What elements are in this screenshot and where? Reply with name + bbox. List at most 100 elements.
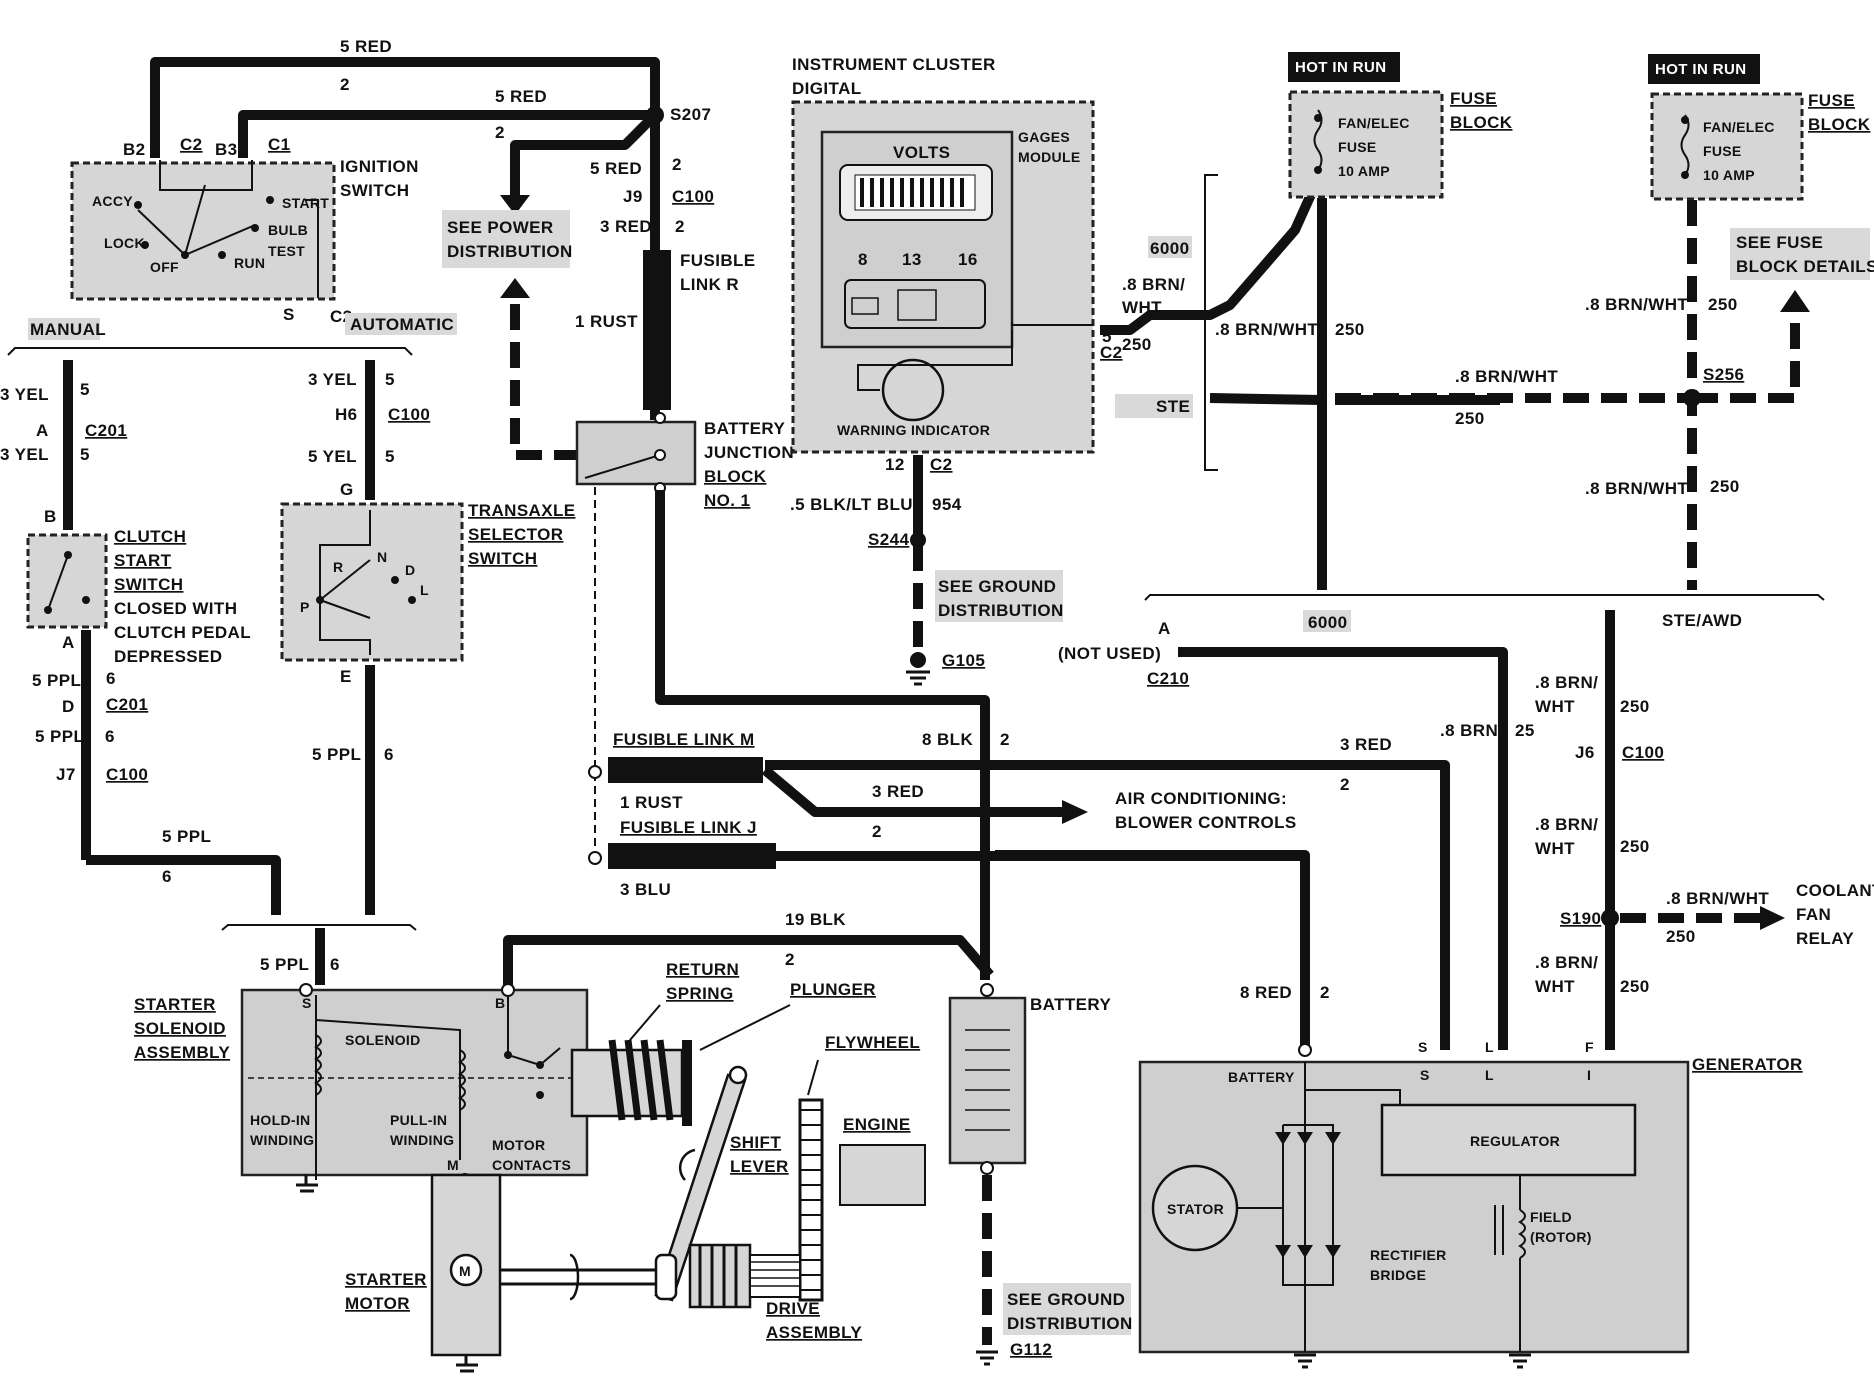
gen-pin-l-in: L	[1485, 1067, 1494, 1083]
gen-j6: J6	[1575, 743, 1595, 762]
starter-title-1: STARTER	[134, 995, 216, 1014]
blk8-wire: 8 BLK	[922, 730, 973, 749]
hot-in-run-left: HOT IN RUN	[1295, 59, 1387, 76]
man-c5: 6	[162, 867, 172, 886]
field-2: (ROTOR)	[1530, 1229, 1592, 1245]
gen-red3: 3 RED	[1340, 735, 1392, 754]
gen-red8c: 2	[1320, 983, 1330, 1002]
connector-c100-top: C100	[672, 187, 714, 206]
starter-title-2: SOLENOID	[134, 1019, 226, 1038]
gen-w1: .8 BRN/	[1535, 673, 1598, 692]
drive-assembly-1: DRIVE	[766, 1299, 820, 1318]
wire-label-5-red-top: 5 RED	[340, 37, 392, 56]
fuse-left-2: FUSE	[1338, 139, 1377, 155]
scale-16: 16	[958, 250, 978, 269]
clutch-note-1: CLOSED WITH	[114, 599, 237, 618]
instrument-cluster: INSTRUMENT CLUSTER DIGITAL VOLTS GAGES M…	[790, 55, 1327, 686]
gen-w2: .8 BRN/	[1535, 815, 1598, 834]
automatic-path: 3 YEL 5 H6 C100 5 YEL 5 G R N D L P TRAN…	[221, 360, 575, 985]
ignition-pos-bulb: BULB	[268, 222, 308, 238]
cluster-w1c: 250	[1122, 335, 1152, 354]
gen-pin-s-top: S	[1418, 1039, 1428, 1055]
fuse-right-1: FAN/ELEC	[1703, 119, 1775, 135]
fusible-links: FUSIBLE LINK M 1 RUST FUSIBLE LINK J 3 B…	[588, 730, 1305, 899]
fuse-block-left-2: BLOCK	[1450, 113, 1513, 132]
gen-pin-f-top: F	[1585, 1039, 1594, 1055]
wire-circ-2-s207: 2	[672, 155, 682, 174]
cluster-pin-12: 12	[885, 455, 905, 474]
starter-pin-m: M	[447, 1157, 459, 1173]
starter-solenoid-assembly: STARTER SOLENOID ASSEMBLY 5 PPL 6 S B M …	[134, 910, 994, 1373]
not-used: (NOT USED)	[1058, 644, 1161, 663]
pull-in-2: WINDING	[390, 1132, 454, 1148]
cluster-title-1: INSTRUMENT CLUSTER	[792, 55, 996, 74]
splice-s190: S190	[1560, 909, 1601, 928]
blk8-circ: 2	[1000, 730, 1010, 749]
junction-3: BLOCK	[704, 467, 767, 486]
warning-indicator: WARNING INDICATOR	[837, 422, 990, 438]
battery-see-ground-2: DISTRIBUTION	[1007, 1314, 1133, 1333]
solenoid-label: SOLENOID	[345, 1032, 421, 1048]
fusible-r-wire: 1 RUST	[575, 312, 638, 331]
gen-brn: .8 BRN	[1440, 721, 1498, 740]
generator-side-wiring: A (NOT USED) C210 .8 BRN/ WHT 250 J6 C10…	[765, 610, 1874, 1050]
cluster-title-2: DIGITAL	[792, 79, 862, 98]
clutch-note-3: DEPRESSED	[114, 647, 222, 666]
ac-label-1: AIR CONDITIONING:	[1115, 789, 1287, 808]
gen-c100: C100	[1622, 743, 1664, 762]
auto-w3: 5 PPL	[312, 745, 361, 764]
gen-pin-s-in: S	[1420, 1067, 1430, 1083]
battery: BATTERY SEE GROUND DISTRIBUTION G112	[948, 983, 1133, 1366]
wire-label-3-red: 3 RED	[600, 217, 652, 236]
scale-13: 13	[902, 250, 922, 269]
man-w2: 3 YEL	[0, 445, 49, 464]
fusible-link-r: FUSIBLE LINK R 1 RUST	[575, 250, 755, 420]
auto-w1: 3 YEL	[308, 370, 357, 389]
bottom-ste-awd: STE/AWD	[1662, 611, 1742, 630]
see-power-1: SEE POWER	[447, 218, 554, 237]
ignition-pin-b2: B2	[123, 140, 146, 159]
motor-glyph: M	[459, 1263, 471, 1279]
clutch-note-2: CLUTCH PEDAL	[114, 623, 251, 642]
ground-g105: G105	[942, 651, 985, 670]
fuse-left-3: 10 AMP	[1338, 163, 1390, 179]
fuse-block-left: HOT IN RUN FAN/ELEC FUSE 10 AMP FUSE BLO…	[1148, 52, 1513, 590]
shift-lever-2: LEVER	[730, 1157, 789, 1176]
shift-lever-1: SHIFT	[730, 1133, 781, 1152]
gen-w1c: 250	[1620, 697, 1650, 716]
cluster-see-ground-2: DISTRIBUTION	[938, 601, 1064, 620]
battery-label: BATTERY	[1030, 995, 1111, 1014]
cluster-ground-circ: 954	[932, 495, 962, 514]
auto-c100: C100	[388, 405, 430, 424]
man-c201b: C201	[106, 695, 148, 714]
fusible-j-wire: 3 BLU	[620, 880, 671, 899]
opt-6000-left: 6000	[1150, 239, 1189, 258]
drive-assembly-2: ASSEMBLY	[766, 1323, 862, 1342]
wire-circ-2-b3: 2	[495, 123, 505, 142]
cluster-module-1: GAGES	[1018, 129, 1070, 145]
man-pin-a: A	[36, 421, 49, 440]
cluster-see-ground-1: SEE GROUND	[938, 577, 1056, 596]
bottom-6000: 6000	[1308, 613, 1347, 632]
starter-w1: 5 PPL	[260, 955, 309, 974]
fuse-block-right-1: FUSE	[1808, 91, 1855, 110]
transaxle-3: SWITCH	[468, 549, 537, 568]
clutch-2: START	[114, 551, 172, 570]
cluster-c2-side: C2	[1100, 343, 1123, 362]
see-power-distribution: SEE POWER DISTRIBUTION	[442, 210, 580, 460]
manual-path: 3 YEL 5 A C201 3 YEL 5 B CLUTCH START SW…	[0, 360, 281, 915]
gen-stator: STATOR	[1167, 1201, 1224, 1217]
fusible-r-2: LINK R	[680, 275, 739, 294]
starter-c1: 6	[330, 955, 340, 974]
auto-c1: 5	[385, 370, 395, 389]
fuse-block-right: HOT IN RUN FAN/ELEC FUSE 10 AMP FUSE BLO…	[1115, 54, 1874, 632]
cluster-c2-bottom: C2	[930, 455, 953, 474]
ignition-title-2: SWITCH	[340, 181, 409, 200]
scale-8: 8	[858, 250, 868, 269]
ignition-pos-accy: ACCY	[92, 193, 133, 209]
ac-wire: 3 RED	[872, 782, 924, 801]
ignition-pos-test: TEST	[268, 243, 305, 259]
man-c201: C201	[85, 421, 127, 440]
wire-label-5-red-s207: 5 RED	[590, 159, 642, 178]
fusible-m-label: FUSIBLE LINK M	[613, 730, 755, 749]
